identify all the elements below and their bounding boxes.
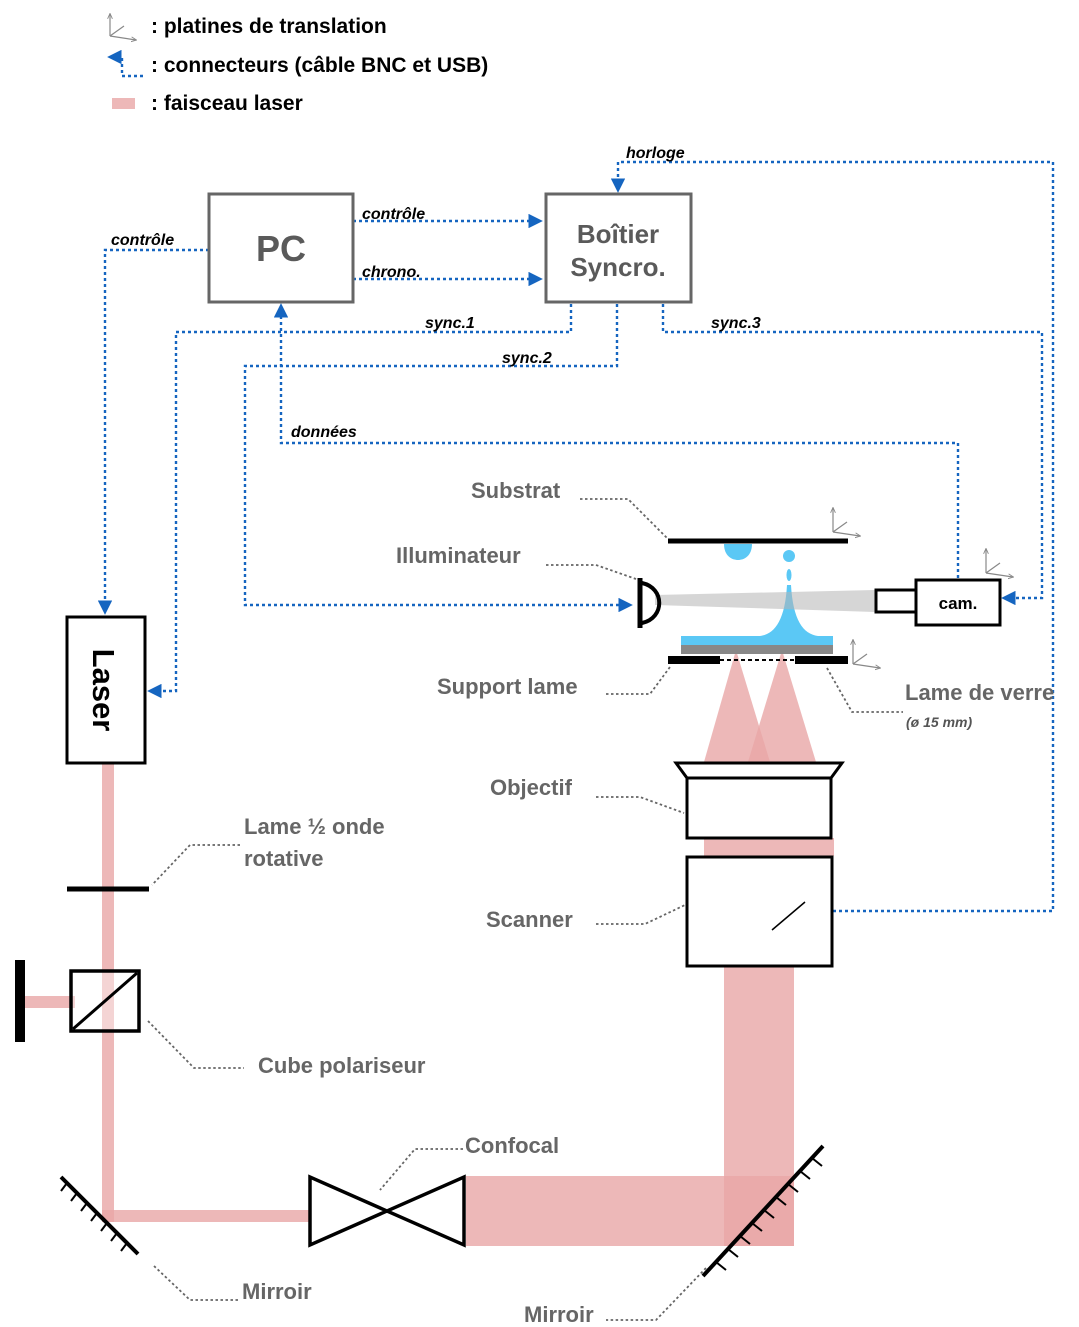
label-lame-onde-line2: rotative <box>244 846 323 871</box>
legend-beam-icon <box>112 98 135 109</box>
polarizing-cube <box>15 960 141 1042</box>
sample-area <box>637 538 875 664</box>
legend-beam-text: : faisceau laser <box>151 92 303 115</box>
mirror-right <box>701 1144 825 1278</box>
camera: cam. <box>874 578 1002 627</box>
beam-to-confocal <box>102 1210 310 1222</box>
label-support-lame: Support lame <box>437 674 578 699</box>
label-lame-onde-line1: Lame ½ onde <box>244 814 385 839</box>
stage-axes-support-icon <box>853 640 880 668</box>
label-sync3: sync.3 <box>711 315 761 332</box>
label-sync2: sync.2 <box>502 350 552 367</box>
label-lame-verre-size: (ø 15 mm) <box>906 714 972 730</box>
label-mirror-right: Mirroir <box>524 1302 594 1327</box>
connector-horloge <box>610 160 1055 913</box>
label-controle-pc-sync: contrôle <box>362 206 425 223</box>
label-mirror-left: Mirroir <box>242 1279 312 1304</box>
sync-label-line2: Syncro. <box>570 252 665 282</box>
confocal-telescope <box>308 1174 466 1248</box>
label-objectif: Objectif <box>490 775 573 800</box>
translation-stage-icon <box>110 14 136 40</box>
beam-cone-right <box>748 650 816 762</box>
label-sync1: sync.1 <box>425 315 475 332</box>
legend-connectors-text: : connecteurs (câble BNC et USB) <box>151 54 488 77</box>
laser-box: Laser <box>65 615 147 765</box>
beam-vertical-left <box>102 762 114 1222</box>
substrate-droplet <box>724 544 752 560</box>
connector-pc-laser <box>97 248 209 615</box>
scanner-box <box>685 855 834 968</box>
connector-donnees <box>273 303 960 578</box>
label-lame-verre: Lame de verre <box>905 680 1054 705</box>
sync-box: Boîtier Syncro. <box>544 192 693 304</box>
laser-label: Laser <box>86 649 121 732</box>
label-cube: Cube polariseur <box>258 1053 426 1078</box>
label-scanner: Scanner <box>486 907 573 932</box>
pc-label: PC <box>256 228 306 269</box>
connector-sync1 <box>147 304 573 699</box>
legend-connector-icon <box>107 49 143 78</box>
illuminator-lens <box>641 581 662 625</box>
label-horloge: horloge <box>626 145 685 162</box>
legend-stages-text: : platines de translation <box>151 15 387 38</box>
jet-tip <box>786 569 792 581</box>
laser-beam-path <box>25 650 834 1246</box>
sync-label-line1: Boîtier <box>577 219 659 249</box>
mirror-left <box>59 1175 140 1256</box>
leader-lines <box>147 498 903 1321</box>
pc-box: PC <box>207 192 355 304</box>
legend: : platines de translation : connecteurs … <box>107 14 488 115</box>
stage-axes-substrate-icon <box>833 508 860 536</box>
glass-slide <box>681 645 833 654</box>
label-controle-laser: contrôle <box>111 232 174 249</box>
illumination-beam <box>655 590 875 612</box>
ejected-droplet <box>783 550 795 562</box>
objective <box>673 761 845 840</box>
connector-sync3 <box>661 304 1044 606</box>
label-donnees: données <box>291 424 357 441</box>
label-substrat: Substrat <box>471 478 561 503</box>
connector-sync2 <box>243 304 633 613</box>
beam-cone-left <box>704 650 770 762</box>
connector-lines <box>97 160 1055 913</box>
liquid-film <box>681 585 833 645</box>
stage-axes-camera-icon <box>986 549 1013 577</box>
label-confocal: Confocal <box>465 1133 559 1158</box>
beam-objective-gap <box>704 838 834 856</box>
beam-rejected <box>25 996 75 1008</box>
label-illuminateur: Illuminateur <box>396 543 521 568</box>
camera-label: cam. <box>939 594 978 613</box>
beam-vertical-right <box>724 966 794 1246</box>
label-chrono: chrono. <box>362 264 421 281</box>
